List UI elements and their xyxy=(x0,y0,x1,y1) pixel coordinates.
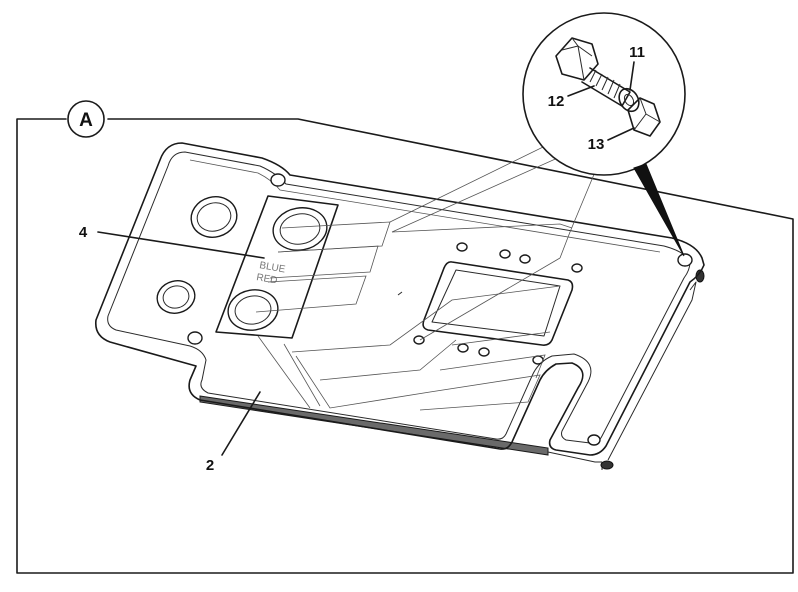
detail-circle xyxy=(522,12,686,257)
mounting-plate xyxy=(94,142,705,456)
callout-13: 13 xyxy=(588,136,605,153)
plate-marking-blue: BLUE xyxy=(258,260,286,275)
nut xyxy=(627,97,661,137)
view-label: A xyxy=(79,110,93,131)
callout-12: 12 xyxy=(548,93,565,110)
plate-marking-red: RED xyxy=(255,272,278,287)
bolt xyxy=(555,37,631,107)
callout-4: 4 xyxy=(79,224,88,241)
view-label-badge: A xyxy=(67,100,105,138)
view-frame xyxy=(16,118,794,574)
callout-2: 2 xyxy=(206,457,214,474)
leader-lines xyxy=(97,61,635,456)
plate-edge xyxy=(199,269,705,470)
embossed-arrows xyxy=(255,124,601,411)
callout-11: 11 xyxy=(629,44,645,61)
label-plate: BLUE RED xyxy=(215,195,339,339)
